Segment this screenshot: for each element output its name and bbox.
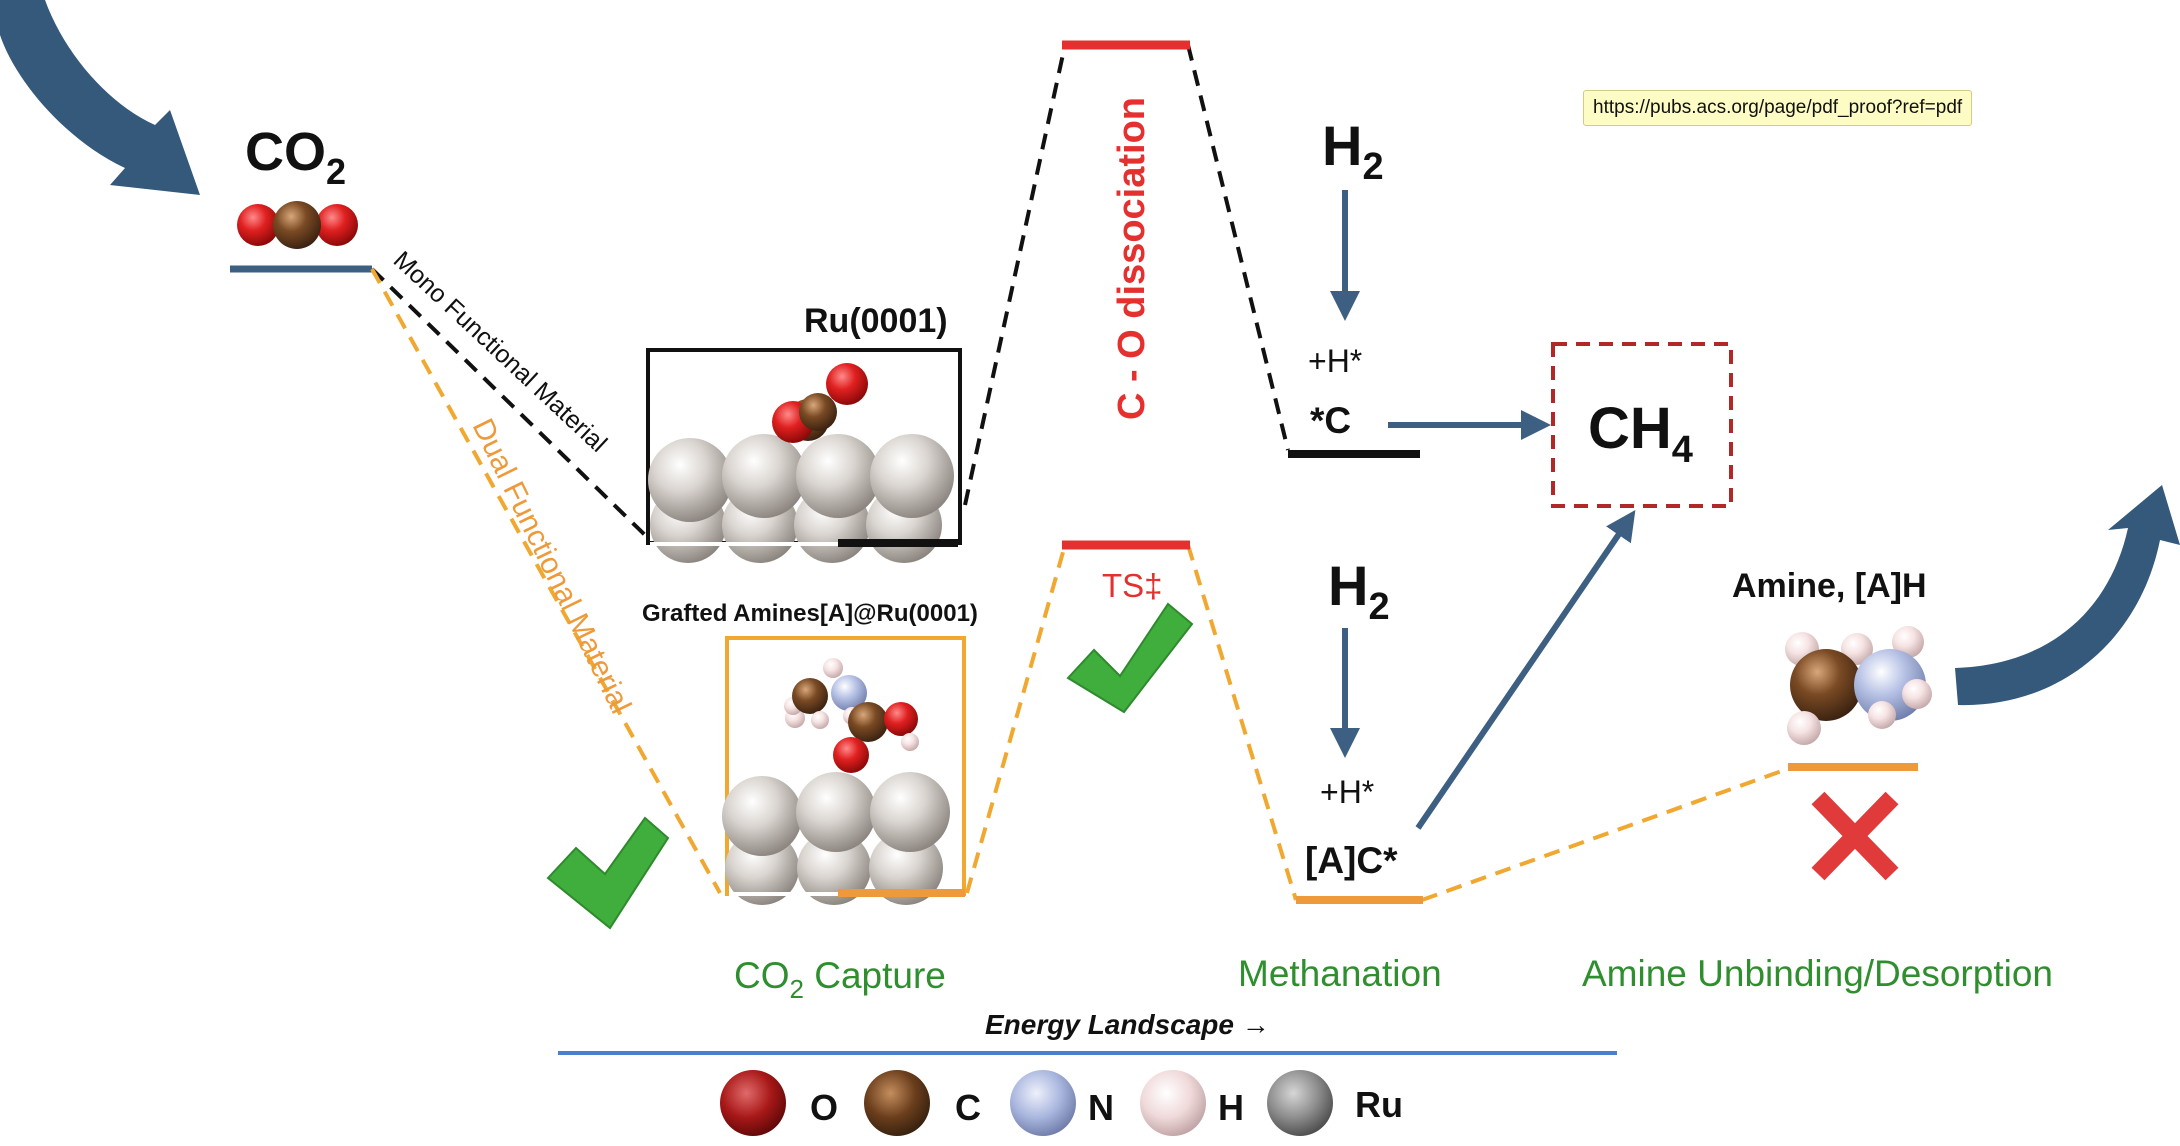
ru-surface-label: Ru(0001): [804, 302, 948, 340]
star-c-label: *C: [1310, 400, 1351, 441]
ts-check-icon: [1066, 602, 1194, 714]
legend-label-c: C: [955, 1087, 981, 1128]
ac-star-to-ch4-arrow: [1415, 510, 1636, 830]
ac-star-label: [A]C*: [1305, 840, 1398, 881]
capture-stage-label: CO2 Capture: [734, 955, 946, 1004]
mono-path-line: [370, 44, 1290, 537]
legend-swatch-o: [720, 1070, 786, 1136]
legend-label-o: O: [810, 1087, 838, 1128]
legend-label-ru: Ru: [1355, 1084, 1403, 1125]
ru-surface-slab: [646, 348, 962, 563]
atom-legend: O C N H Ru: [720, 1070, 1403, 1136]
inflow-curved-arrow: [0, 0, 200, 195]
outflow-curved-arrow: [1955, 485, 2180, 706]
desorption-cross-icon: [1811, 791, 1899, 881]
methanation-stage-label: Methanation: [1238, 953, 1442, 994]
dual-path-label: Dual Functional Material: [466, 414, 637, 719]
unbinding-stage-label: Amine Unbinding/Desorption: [1582, 953, 2053, 994]
amine-molecule: [1785, 626, 1932, 745]
co2-label: CO2: [245, 122, 346, 192]
ch4-product-box: [1551, 342, 1733, 508]
grafted-surface-label: Grafted Amines[A]@Ru(0001): [642, 600, 978, 627]
legend-swatch-ru: [1267, 1070, 1333, 1136]
upper-plus-h-label: +H*: [1308, 343, 1362, 379]
dissociation-label: C - O dissociation: [1111, 97, 1153, 420]
dual-path-line: [370, 268, 1791, 902]
energy-axis-label: Energy Landscape →: [985, 1009, 1270, 1040]
legend-label-h: H: [1218, 1087, 1244, 1128]
url-tooltip[interactable]: https://pubs.acs.org/page/pdf_proof?ref=…: [1583, 90, 1973, 126]
upper-h2-label: H2: [1322, 114, 1384, 188]
grafted-surface-slab: [722, 636, 966, 905]
lower-h2-label: H2: [1328, 554, 1390, 628]
amine-label: Amine, [A]H: [1732, 567, 1927, 605]
capture-check-icon: [546, 816, 670, 930]
co2-molecule: [237, 201, 358, 249]
ch4-label: CH4: [1588, 396, 1693, 471]
lower-plus-h-label: +H*: [1320, 774, 1374, 810]
legend-label-n: N: [1088, 1087, 1114, 1128]
ts-label: TS‡: [1102, 567, 1163, 604]
legend-swatch-c: [864, 1070, 930, 1136]
legend-swatch-n: [1010, 1070, 1076, 1136]
legend-swatch-h: [1140, 1070, 1206, 1136]
